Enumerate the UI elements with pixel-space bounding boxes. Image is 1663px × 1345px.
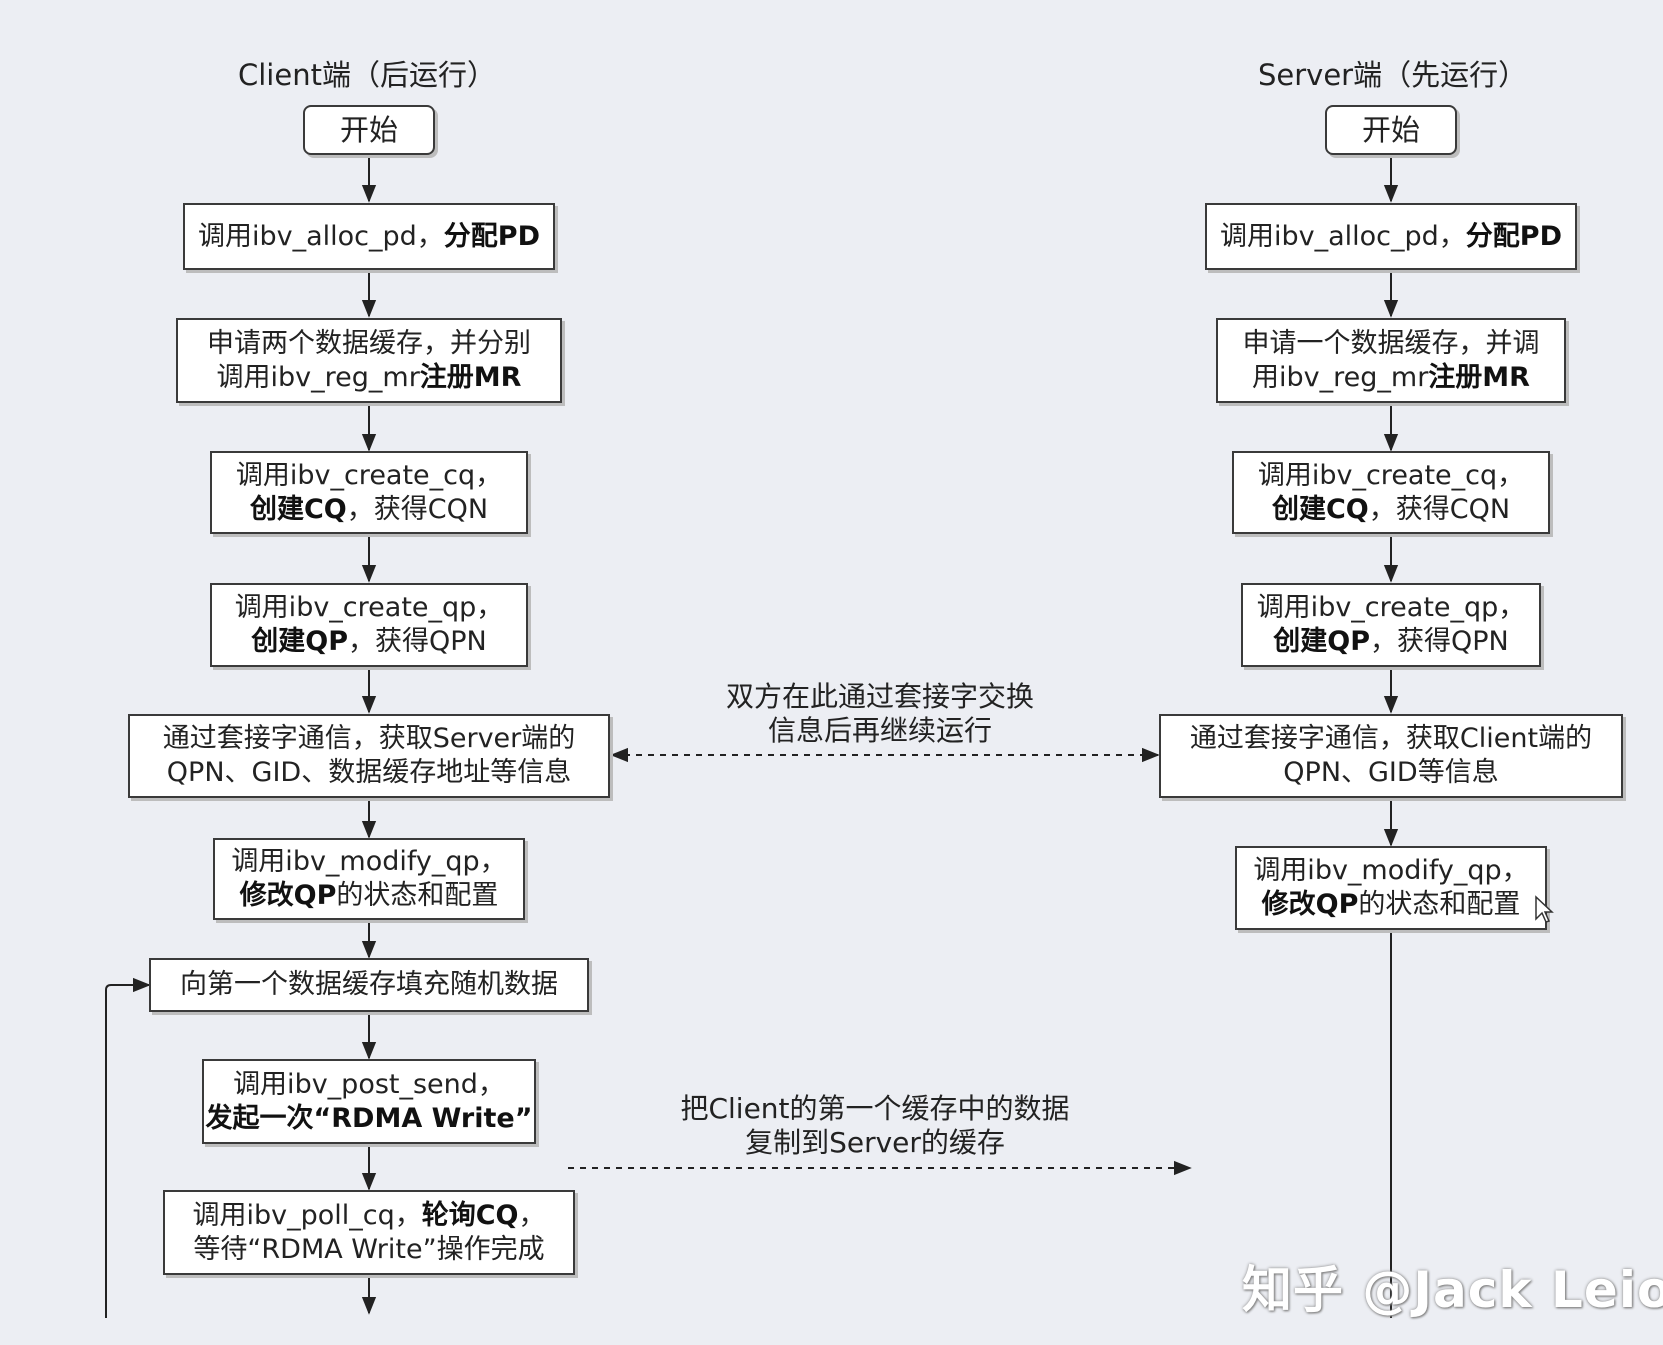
server-step-reg-mr: 申请一个数据缓存，并调 用ibv_reg_mr注册MR [1216,318,1566,403]
loop-back-arrow [105,977,151,1318]
step-text: ，获得QPN [1370,626,1509,657]
client-step-fill-data: 向第一个数据缓存填充随机数据 [149,958,589,1012]
note-line: 信息后再继续运行 [767,714,992,747]
step-text: 申请两个数据缓存，并分别 [207,327,531,359]
exchange-note: 双方在此通过套接字交换 信息后再继续运行 [705,680,1055,748]
step-bold-text: 创建CQ [249,493,347,525]
step-text: QPN、GID等信息 [1283,757,1499,788]
step-bold-text: 创建QP [1273,626,1370,657]
step-text: 调用ibv_alloc_pd， [197,220,444,252]
client-step-poll-cq: 调用ibv_poll_cq，轮询CQ， 等待“RDMA Write”操作完成 [163,1190,575,1275]
step-text: 调用ibv_create_qp， [234,592,504,623]
step-text: 通过套接字通信，获取Server端的 [162,723,576,754]
step-text: 调用ibv_poll_cq， [192,1199,422,1231]
step-bold-text: 发起一次“RDMA Write” [205,1102,533,1134]
server-step-socket-exchange: 通过套接字通信，获取Client端的 QPN、GID等信息 [1159,714,1623,798]
step-text: 用ibv_reg_mr [1252,361,1429,393]
step-text: ，获得QPN [348,626,487,657]
client-step-post-send: 调用ibv_post_send， 发起一次“RDMA Write” [202,1059,536,1144]
step-text: 调用ibv_create_qp， [1256,592,1526,623]
client-step-socket-exchange: 通过套接字通信，获取Server端的 QPN、GID、数据缓存地址等信息 [128,714,610,798]
step-text: 调用ibv_modify_qp， [1253,855,1529,886]
note-line: 复制到Server的缓存 [745,1126,1005,1159]
note-line: 双方在此通过套接字交换 [725,680,1034,713]
step-bold-text: 注册MR [419,361,522,393]
step-text: 通过套接字通信，获取Client端的 [1189,723,1593,754]
server-start-node: 开始 [1325,105,1457,155]
step-text: 调用ibv_create_cq， [1257,459,1525,491]
server-step-modify-qp: 调用ibv_modify_qp， 修改QP的状态和配置 [1235,846,1547,930]
step-bold-text: 修改QP [1261,889,1359,920]
client-start-node: 开始 [303,105,435,155]
step-text: 等待“RDMA Write”操作完成 [193,1233,545,1265]
step-text: 调用ibv_alloc_pd， [1219,220,1466,252]
step-text: 的状态和配置 [1358,889,1521,920]
step-bold-text: 分配PD [443,220,540,252]
note-line: 把Client的第一个缓存中的数据 [680,1092,1070,1125]
mouse-cursor-icon [1535,895,1554,923]
client-step-create-cq: 调用ibv_create_cq， 创建CQ，获得CQN [210,451,528,534]
client-title: Client端（后运行） [238,58,496,92]
step-text: ，获得CQN [1368,493,1511,525]
step-bold-text: 修改QP [239,880,337,911]
step-text: ， [518,1199,546,1231]
step-bold-text: 轮询CQ [421,1199,519,1231]
step-text: 的状态和配置 [336,880,499,911]
server-title: Server端（先运行） [1258,58,1528,92]
step-text: 申请一个数据缓存，并调 [1242,327,1540,359]
server-step-alloc-pd: 调用ibv_alloc_pd，分配PD [1205,203,1577,270]
step-text: QPN、GID、数据缓存地址等信息 [166,757,572,788]
client-step-create-qp: 调用ibv_create_qp， 创建QP，获得QPN [210,583,528,667]
server-step-create-qp: 调用ibv_create_qp， 创建QP，获得QPN [1241,583,1541,667]
client-step-reg-mr: 申请两个数据缓存，并分别 调用ibv_reg_mr注册MR [176,318,562,403]
step-text: 调用ibv_reg_mr [216,361,420,393]
step-text: 向第一个数据缓存填充随机数据 [180,969,558,1000]
step-bold-text: 创建QP [251,626,348,657]
server-step-create-cq: 调用ibv_create_cq， 创建CQ，获得CQN [1232,451,1550,534]
step-text: 调用ibv_create_cq， [235,459,503,491]
client-step-alloc-pd: 调用ibv_alloc_pd，分配PD [183,203,555,270]
copy-note: 把Client的第一个缓存中的数据 复制到Server的缓存 [670,1092,1080,1160]
step-bold-text: 分配PD [1465,220,1562,252]
step-text: 调用ibv_modify_qp， [231,846,507,877]
step-text: ，获得CQN [346,493,489,525]
client-step-modify-qp: 调用ibv_modify_qp， 修改QP的状态和配置 [213,838,525,920]
step-text: 调用ibv_post_send， [233,1068,505,1100]
watermark: 知乎 @Jack Leio [1242,1261,1663,1319]
step-bold-text: 注册MR [1428,361,1530,393]
step-bold-text: 创建CQ [1271,493,1369,525]
